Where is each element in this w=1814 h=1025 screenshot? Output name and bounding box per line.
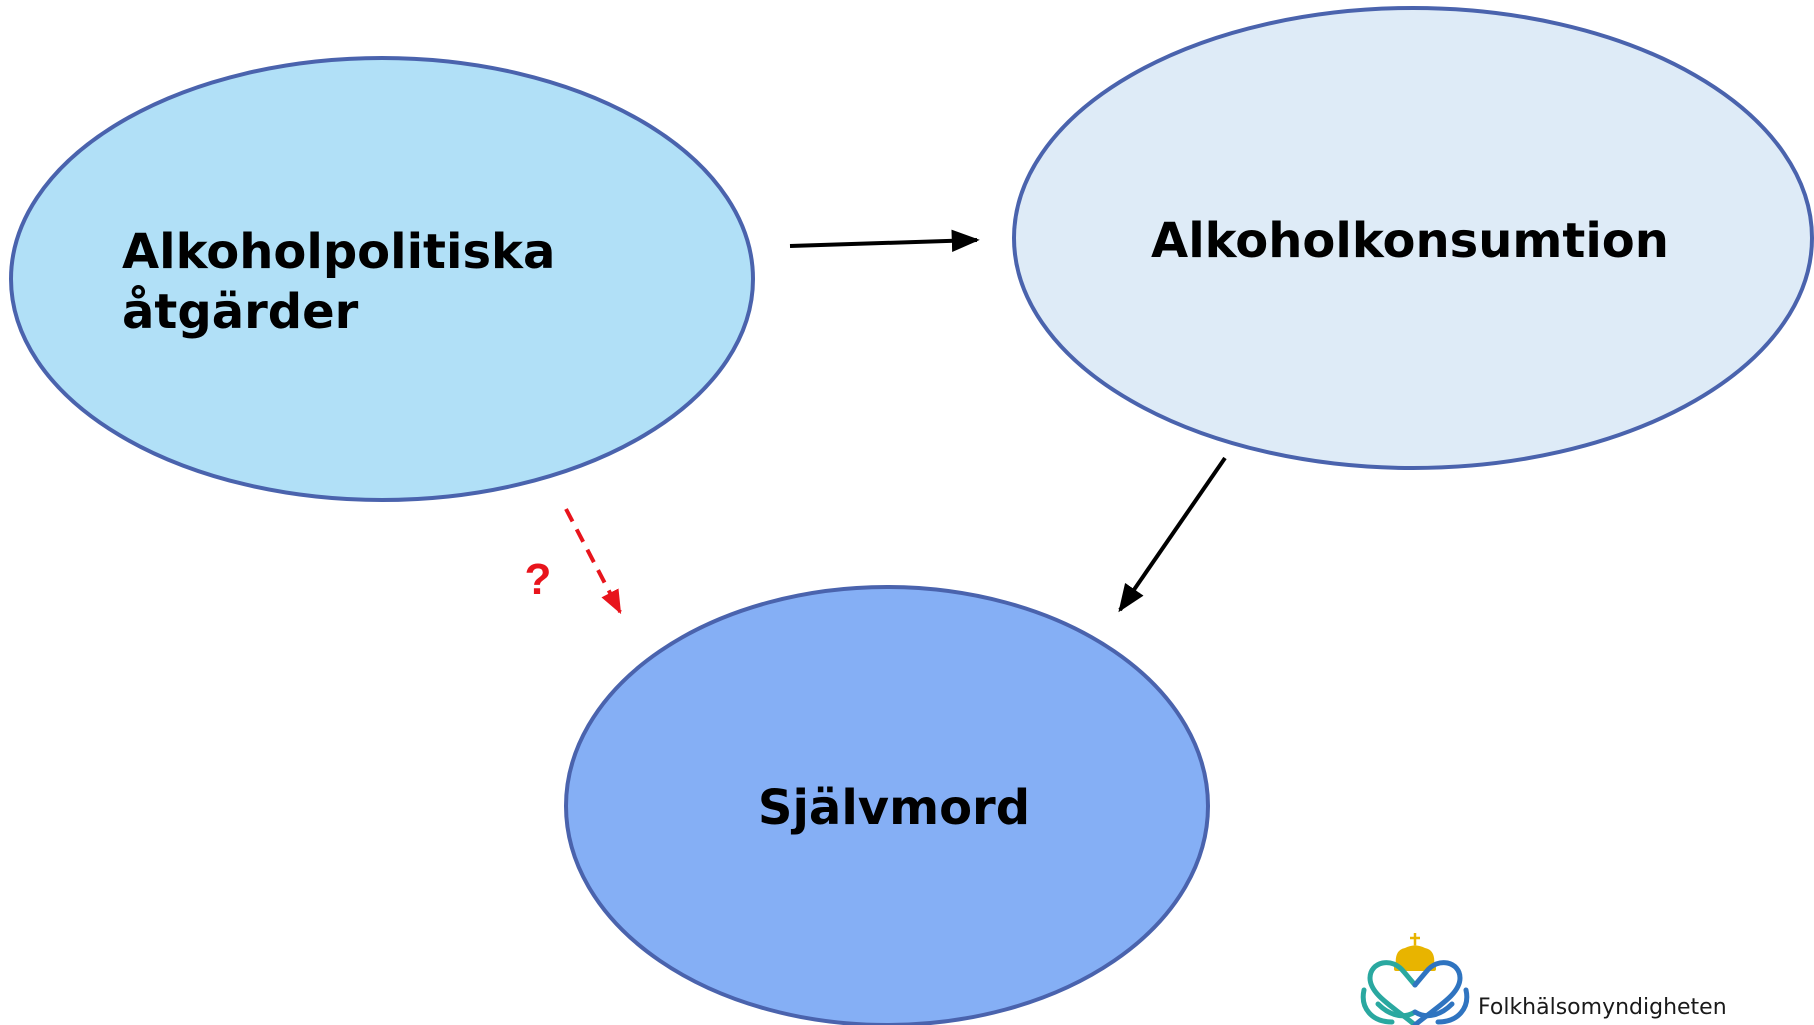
node-suicide-shape [564,585,1210,1025]
node-alcohol-policy: Alkoholpolitiska åtgärder [9,56,755,502]
node-alcohol-policy-shape [9,56,755,502]
node-suicide: Självmord [564,585,1210,1025]
node-alcohol-consumption: Alkoholkonsumtion [1012,6,1814,470]
crown-heart-icon [1360,933,1470,1025]
node-alcohol-policy-label-line2: åtgärder [122,284,359,340]
folkhalsomyndigheten-logo: Folkhälsomyndigheten [1360,933,1727,1025]
node-suicide-label: Självmord [758,780,1030,836]
node-alcohol-consumption-shape [1012,6,1814,470]
node-alcohol-policy-label-line1: Alkoholpolitiska [122,224,555,280]
edge-policy-to-consumption [789,229,980,253]
logo-wordmark: Folkhälsomyndigheten [1478,995,1727,1020]
edge-consumption-to-suicide [1118,456,1227,613]
edge-policy-to-suicide-uncertain [564,508,622,615]
edge-uncertain-question-mark: ? [525,555,552,604]
node-alcohol-consumption-label: Alkoholkonsumtion [1151,213,1669,269]
